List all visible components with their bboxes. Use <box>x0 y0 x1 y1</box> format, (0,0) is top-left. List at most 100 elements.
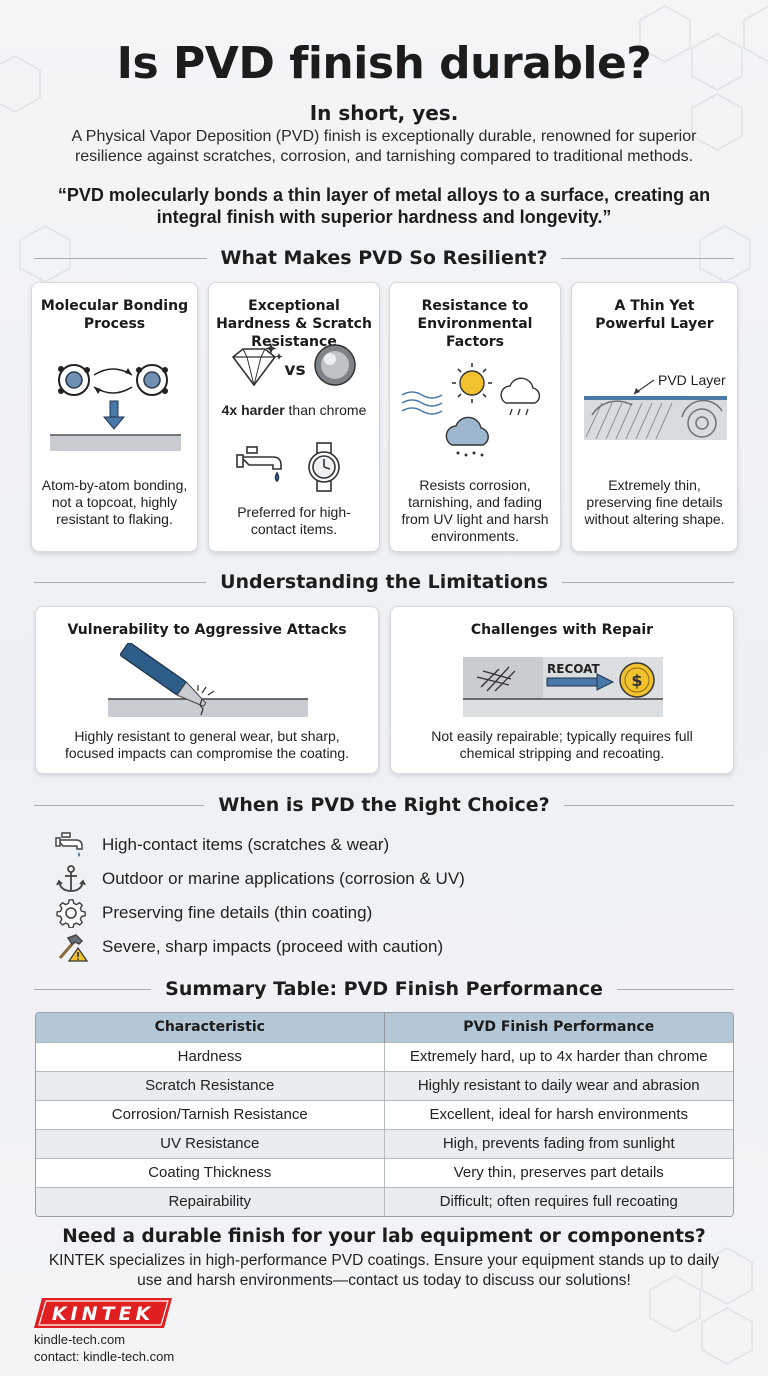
table-row: Repairability Difficult; often requires … <box>36 1186 733 1216</box>
recoat-label: RECOAT <box>547 662 600 676</box>
table-cell: Difficult; often requires full recoating <box>384 1186 733 1216</box>
table-cell: Highly resistant to daily wear and abras… <box>384 1070 733 1100</box>
card-molecular-bonding: Molecular Bonding Process Atom-by-atom b… <box>31 282 198 552</box>
diamond-icon <box>231 343 283 387</box>
divider <box>561 257 735 259</box>
website-link[interactable]: kindle-tech.com <box>34 1332 126 1347</box>
hardness-comparison-rest: than chrome <box>284 402 367 418</box>
faucet-icon <box>55 832 83 857</box>
card-title: Exceptional Hardness & Scratch Resistanc… <box>216 298 372 350</box>
divider <box>34 804 205 806</box>
wind-icon <box>401 391 443 415</box>
list-item-label: Preserving fine details (thin coating) <box>102 903 373 922</box>
logo-text: KINTEK <box>52 1303 154 1325</box>
diamond-vs-chrome-icon: vs <box>231 343 356 387</box>
intro-paragraph: A Physical Vapor Deposition (PVD) finish… <box>71 128 697 165</box>
cta-heading: Need a durable finish for your lab equip… <box>62 1226 706 1247</box>
divider <box>616 988 734 990</box>
svg-text:$: $ <box>631 671 642 690</box>
section-title: What Makes PVD So Resilient? <box>220 247 548 269</box>
section-title: Understanding the Limitations <box>220 571 548 593</box>
section-heading-when: When is PVD the Right Choice? <box>34 792 734 818</box>
table-cell: Scratch Resistance <box>36 1070 385 1100</box>
card-text: Not easily repairable; typically require… <box>431 728 693 761</box>
card-text: Extremely thin, preserving fine details … <box>584 477 725 527</box>
table-row: Coating Thickness Very thin, preserves p… <box>36 1157 733 1187</box>
anchor-icon <box>56 865 86 892</box>
card-text: Resists corrosion, tarnishing, and fadin… <box>401 477 549 544</box>
list-item: Preserving fine details (thin coating) <box>54 896 714 930</box>
table-row: Hardness Extremely hard, up to 4x harder… <box>36 1041 733 1071</box>
hardness-comparison: 4x harder than chrome <box>215 402 373 419</box>
vs-label: vs <box>284 360 305 380</box>
divider <box>34 257 207 259</box>
sun-icon <box>452 363 492 403</box>
molecular-bonding-icon <box>50 364 181 451</box>
card-text: Highly resistant to general wear, but sh… <box>64 728 350 761</box>
kintek-logo[interactable]: KINTEK <box>34 1298 172 1328</box>
table-cell: Very thin, preserves part details <box>384 1157 733 1187</box>
table-cell: Repairability <box>36 1186 385 1216</box>
table-row: Scratch Resistance Highly resistant to d… <box>36 1070 733 1100</box>
card-text: Preferred for high-contact items. <box>237 504 351 537</box>
watch-icon <box>308 442 340 492</box>
list-item-label: Severe, sharp impacts (proceed with caut… <box>102 937 444 956</box>
card-repair: Challenges with Repair RECOAT $ Not easi… <box>390 606 734 774</box>
recoat-cost-icon: RECOAT $ <box>463 657 663 717</box>
faucet-icon <box>236 446 282 483</box>
table-cell: Coating Thickness <box>36 1157 385 1187</box>
key-quote: “PVD molecularly bonds a thin layer of m… <box>57 185 711 227</box>
column-header: PVD Finish Performance <box>384 1013 733 1042</box>
card-title: Resistance to Environmental Factors <box>417 298 533 350</box>
storm-cloud-icon <box>445 416 489 457</box>
table-row: Corrosion/Tarnish Resistance Excellent, … <box>36 1099 733 1129</box>
section-heading-resilience: What Makes PVD So Resilient? <box>34 245 735 271</box>
table-cell: Excellent, ideal for harsh environments <box>384 1099 733 1129</box>
chrome-sphere-icon <box>314 344 356 386</box>
divider <box>34 988 152 990</box>
list-item: High-contact items (scratches & wear) <box>54 828 714 862</box>
card-environmental: Resistance to Environmental Factors <box>389 282 561 552</box>
card-text: Atom-by-atom bonding, not a topcoat, hig… <box>41 477 188 527</box>
table-row: UV Resistance High, prevents fading from… <box>36 1128 733 1158</box>
card-thin-layer: A Thin Yet Powerful Layer PVD Layer Extr… <box>571 282 738 552</box>
table-cell: High, prevents fading from sunlight <box>384 1128 733 1158</box>
card-title: Vulnerability to Aggressive Attacks <box>67 622 347 638</box>
section-title: Summary Table: PVD Finish Performance <box>165 978 603 1000</box>
weather-icon <box>401 363 541 457</box>
card-title: Challenges with Repair <box>470 622 654 638</box>
card-hardness: Exceptional Hardness & Scratch Resistanc… <box>208 282 380 552</box>
table-header-row: Characteristic PVD Finish Performance <box>36 1013 733 1042</box>
list-item-label: High-contact items (scratches & wear) <box>102 835 390 854</box>
column-header: Characteristic <box>36 1013 385 1042</box>
page-title: Is PVD finish durable? <box>116 38 652 89</box>
summary-table: Characteristic PVD Finish Performance Ha… <box>35 1012 734 1217</box>
short-answer: In short, yes. <box>309 101 459 125</box>
table-cell: Extremely hard, up to 4x harder than chr… <box>384 1041 733 1071</box>
divider <box>563 804 734 806</box>
section-heading-limitations: Understanding the Limitations <box>34 569 734 595</box>
faucet-and-watch-icon <box>236 442 340 492</box>
cta-text: KINTEK specializes in high-performance P… <box>48 1252 720 1289</box>
gear-icon <box>56 899 86 928</box>
list-item-label: Outdoor or marine applications (corrosio… <box>102 869 465 888</box>
divider <box>561 581 734 583</box>
card-title: A Thin Yet Powerful Layer <box>595 298 714 332</box>
pvd-layer-label: PVD Layer <box>658 372 726 388</box>
table-cell: UV Resistance <box>36 1128 385 1158</box>
list-item: Severe, sharp impacts (proceed with caut… <box>54 930 714 964</box>
rain-cloud-icon <box>500 377 541 416</box>
table-cell: Hardness <box>36 1041 385 1071</box>
section-heading-summary: Summary Table: PVD Finish Performance <box>34 976 734 1002</box>
section-title: When is PVD the Right Choice? <box>218 794 550 816</box>
card-aggressive-attacks: Vulnerability to Aggressive Attacks High… <box>35 606 379 774</box>
divider <box>34 581 207 583</box>
table-cell: Corrosion/Tarnish Resistance <box>36 1099 385 1129</box>
dollar-coin-icon: $ <box>619 662 655 698</box>
contact-link[interactable]: contact: kindle-tech.com <box>34 1349 175 1364</box>
hardness-factor: 4x harder <box>221 402 285 418</box>
card-title: Molecular Bonding Process <box>40 298 189 332</box>
hammer-warning-icon <box>58 934 88 962</box>
sharp-impact-icon <box>108 643 308 717</box>
